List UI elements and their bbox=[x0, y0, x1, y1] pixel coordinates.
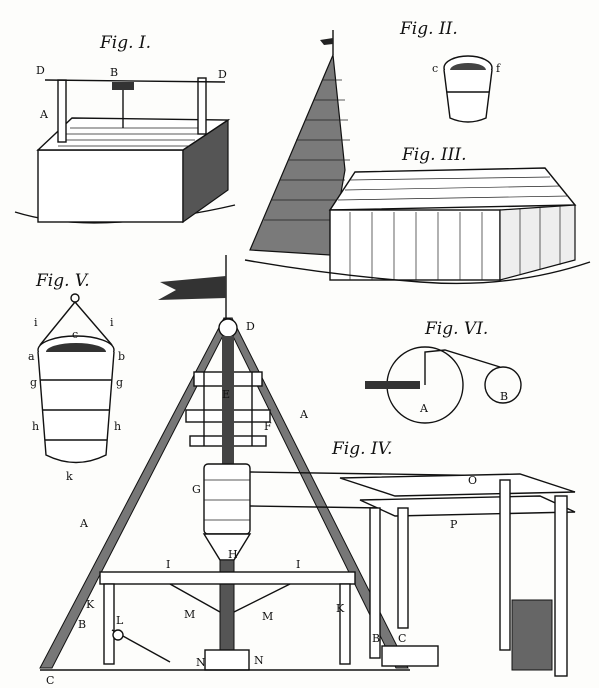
fig2-label-c: c bbox=[432, 62, 438, 75]
fig4-right-frame-post-1 bbox=[369, 507, 381, 659]
fig1-axle bbox=[44, 79, 226, 83]
fig3-roof-tiles bbox=[337, 176, 569, 201]
fig2-label-f: f bbox=[496, 62, 501, 75]
fig4-base bbox=[204, 649, 250, 671]
fig6-label-a: A bbox=[419, 402, 429, 415]
fig4-label-d: D bbox=[246, 320, 255, 333]
fig4-label-a-right: A bbox=[299, 408, 309, 421]
fig5-label-g-right: g bbox=[116, 376, 123, 389]
fig5-label-h-left: h bbox=[32, 420, 39, 433]
fig4-brace-right bbox=[233, 583, 291, 613]
fig5-label-k: k bbox=[66, 470, 73, 483]
fig4-label-i-right: I bbox=[296, 558, 300, 571]
fig4-platform-leg-right bbox=[339, 583, 351, 665]
fig4-label-b-right: B bbox=[372, 632, 380, 645]
fig4-title: Fig. IV. bbox=[331, 439, 392, 459]
fig4-platform-leg-left bbox=[103, 583, 115, 665]
fig5-label-b: b bbox=[118, 350, 125, 363]
fig4-label-i-left: I bbox=[166, 558, 170, 571]
fig4-label-h: H bbox=[228, 548, 238, 561]
fig1-post-right bbox=[197, 77, 207, 135]
fig5-label-h-right: h bbox=[114, 420, 121, 433]
figure-6-wheels: Fig. VI. A B bbox=[365, 319, 522, 424]
figure-5-large-bucket: Fig. V. i c i a b g g h h k bbox=[28, 271, 125, 483]
fig3-ground bbox=[244, 259, 591, 285]
fig1-drum bbox=[112, 82, 134, 90]
fig4-beam-p bbox=[359, 495, 576, 517]
fig4-platform bbox=[99, 571, 356, 585]
fig4-right-frame-post-2 bbox=[397, 507, 409, 629]
fig4-lever-pivot bbox=[112, 629, 124, 641]
fig5-title: Fig. V. bbox=[35, 271, 90, 291]
fig6-crank-belt bbox=[424, 349, 501, 385]
fig4-label-c-right: C bbox=[398, 632, 406, 645]
fig4-right-frame-post-4 bbox=[554, 495, 568, 677]
fig4-label-f: F bbox=[264, 420, 272, 433]
fig4-label-n-right: N bbox=[254, 654, 264, 667]
fig4-right-frame-post-3 bbox=[499, 479, 511, 651]
fig3-title: Fig. III. bbox=[401, 145, 466, 165]
fig4-label-a-left: A bbox=[79, 517, 89, 530]
fig3-shed-front bbox=[329, 209, 501, 281]
fig4-right-base bbox=[381, 645, 439, 667]
fig5-body bbox=[37, 351, 115, 464]
fig3-flag bbox=[320, 38, 333, 45]
fig3-shed-end bbox=[499, 204, 576, 281]
fig4-label-m-right: M bbox=[262, 610, 273, 623]
fig4-label-k-left: K bbox=[86, 598, 95, 611]
fig4-label-b-left: B bbox=[78, 618, 86, 631]
fig3-wall-planks bbox=[349, 206, 561, 280]
fig5-label-i-left: i bbox=[34, 316, 38, 329]
fig4-label-e: E bbox=[222, 388, 230, 401]
fig3-shed-roof bbox=[328, 167, 577, 211]
fig4-label-c-left: C bbox=[46, 674, 54, 687]
fig4-beam-o bbox=[339, 473, 576, 497]
fig4-leg-right bbox=[223, 317, 409, 669]
fig1-label-b: B bbox=[110, 66, 118, 79]
fig2-title: Fig. II. bbox=[399, 19, 458, 39]
fig4-bucket bbox=[203, 463, 251, 535]
fig4-label-m-left: M bbox=[184, 608, 195, 621]
fig4-label-k-right: K bbox=[336, 602, 345, 615]
fig4-right-machinery bbox=[511, 599, 553, 671]
fig4-label-p: P bbox=[450, 518, 458, 531]
fig4-label-o: O bbox=[468, 474, 477, 487]
figure-3-tower-and-shed: Fig. III. bbox=[244, 30, 591, 285]
fig6-axle bbox=[365, 381, 420, 389]
figure-2-bucket: Fig. II. c f bbox=[399, 19, 501, 123]
fig1-title: Fig. I. bbox=[99, 33, 151, 53]
fig1-water bbox=[58, 127, 205, 147]
fig3-cone-shingles bbox=[264, 79, 350, 221]
fig4-bucket-hoops bbox=[204, 479, 250, 521]
fig1-box-front bbox=[37, 149, 184, 223]
fig5-ring bbox=[70, 293, 80, 303]
fig4-label-n-left: N bbox=[196, 656, 206, 669]
fig4-label-l: L bbox=[116, 614, 124, 627]
fig6-title: Fig. VI. bbox=[424, 319, 488, 339]
fig4-label-g: G bbox=[192, 483, 201, 496]
fig4-center-post bbox=[222, 336, 234, 464]
fig5-chain-left bbox=[39, 301, 76, 346]
fig1-post-left bbox=[57, 79, 67, 143]
fig6-label-b: B bbox=[500, 390, 508, 403]
figure-4-hoisting-machine: Fig. IV. bbox=[39, 255, 576, 687]
fig5-label-g-left: g bbox=[30, 376, 37, 389]
fig1-label-d-right: D bbox=[218, 68, 227, 81]
fig1-label-a: A bbox=[39, 108, 49, 121]
figure-1-windlass-well: Fig. I. D B D A bbox=[14, 33, 236, 224]
fig5-label-c: c bbox=[72, 328, 78, 341]
fig2-bucket-body bbox=[443, 69, 493, 123]
fig1-label-d-left: D bbox=[36, 64, 45, 77]
fig4-funnel bbox=[202, 533, 252, 561]
fig4-pennant bbox=[158, 276, 226, 300]
fig4-brace-left bbox=[169, 583, 221, 613]
fig5-label-i-right: i bbox=[110, 316, 114, 329]
fig4-top-pulley bbox=[218, 318, 238, 338]
fig6-wheel-b bbox=[484, 366, 522, 404]
fig5-label-a: a bbox=[28, 350, 35, 363]
fig5-chain-right bbox=[74, 301, 113, 346]
